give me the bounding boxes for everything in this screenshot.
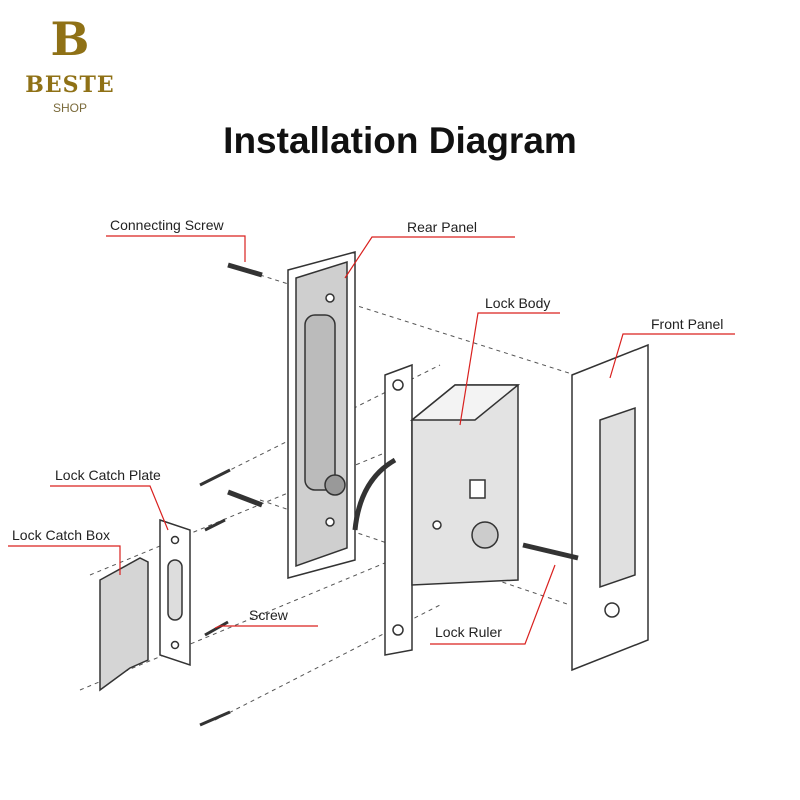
logo-name: BESTE (25, 72, 115, 98)
page-title: Installation Diagram (223, 120, 577, 161)
logo-sub: SHOP (52, 101, 87, 115)
label-front-panel: Front Panel (651, 316, 724, 332)
logo-initial: B (50, 12, 90, 66)
label-connecting-screw: Connecting Screw (110, 217, 224, 233)
screws (199, 262, 263, 727)
front-panel (522, 343, 649, 672)
label-lock-catch-plate: Lock Catch Plate (55, 467, 161, 483)
rear-panel (287, 251, 356, 579)
label-lock-ruler: Lock Ruler (435, 624, 502, 640)
label-rear-panel: Rear Panel (407, 219, 478, 235)
leader-lines (8, 235, 735, 645)
label-lock-catch-box: Lock Catch Box (12, 527, 111, 543)
label-lock-body: Lock Body (485, 295, 551, 311)
label-screw: Screw (249, 607, 288, 623)
lock-body (352, 363, 521, 656)
lock-catch (99, 518, 191, 692)
